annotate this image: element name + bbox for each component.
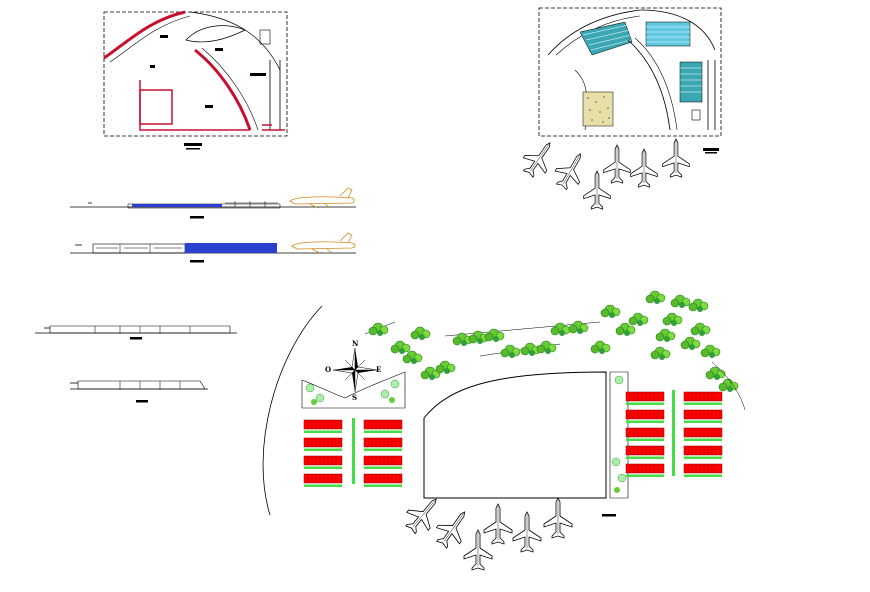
airplane-icon (630, 148, 658, 188)
apron-airplanes-top (516, 134, 690, 210)
tree-cluster-icon (611, 375, 627, 493)
tree-cluster-icon (305, 379, 400, 405)
compass-east-label: E (376, 365, 381, 374)
parking-east (625, 390, 723, 478)
airplane-icon (603, 144, 631, 184)
compass-rose-icon: N S E O (325, 339, 381, 402)
floor-plan-upper (538, 7, 722, 154)
compass-north-label: N (352, 339, 359, 348)
airplane-icon (583, 170, 611, 210)
airplane-icon (512, 511, 542, 553)
section-2 (70, 380, 208, 403)
airplane-icon (483, 503, 513, 545)
parking-west (303, 418, 403, 488)
floor-plan-ground (103, 10, 288, 150)
elevation-2 (70, 232, 356, 263)
airplane-icon (516, 134, 562, 183)
airplane-icon (463, 529, 493, 571)
apron-airplanes-bottom (399, 489, 573, 571)
airplane-icon (543, 497, 573, 539)
compass-west-label: O (325, 365, 331, 374)
section-1 (35, 325, 237, 340)
tree-cluster-icon (364, 290, 746, 411)
airplane-icon (429, 503, 477, 554)
airplane-icon (549, 146, 593, 194)
elevation-1 (70, 187, 356, 219)
site-plan: N S E O (262, 290, 746, 571)
airplane-icon (662, 138, 690, 178)
airplane-icon (399, 489, 448, 540)
compass-south-label: S (352, 393, 357, 402)
